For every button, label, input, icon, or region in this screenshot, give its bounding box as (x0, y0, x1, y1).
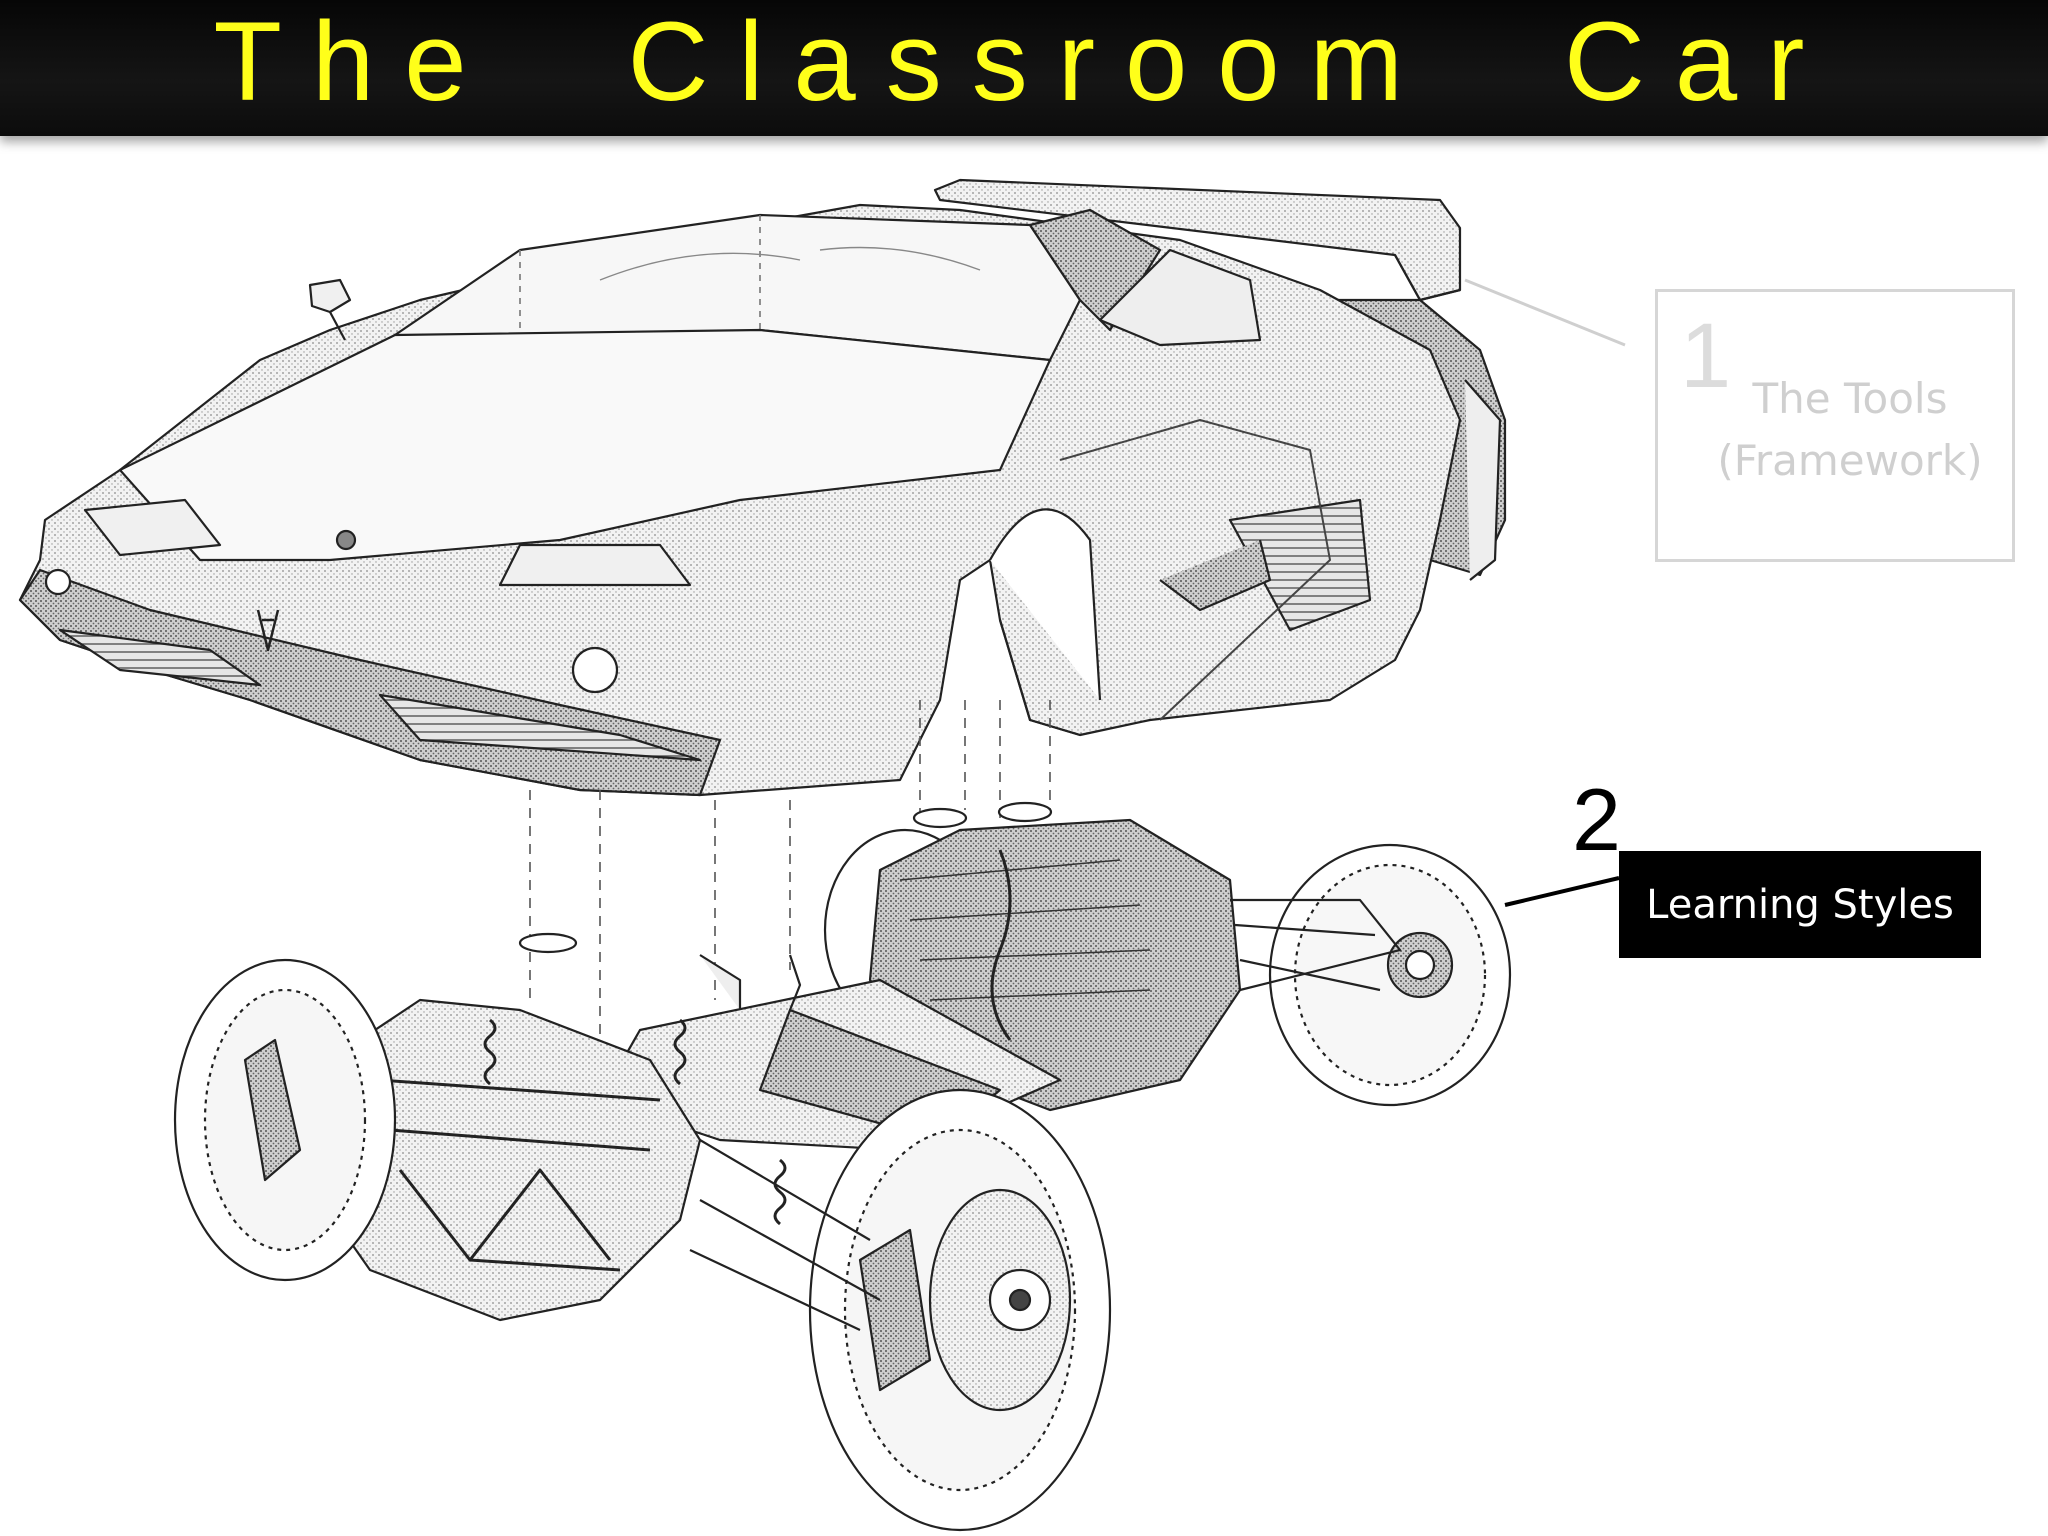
callout-1-number: 1 (1680, 305, 1732, 407)
car-body (18, 178, 1507, 797)
callout-2-box: Learning Styles (1619, 851, 1981, 958)
car-exploded-illustration (18, 178, 1626, 1532)
callout-1-label: The Tools (Framework) (1717, 374, 1983, 485)
slide-title: The Classroom Car (213, 0, 1835, 124)
car-chassis (173, 801, 1512, 1532)
callout-2-leader (1504, 876, 1620, 907)
callout-2-number: 2 (1572, 770, 1621, 869)
callout-1-box (1655, 289, 2015, 562)
callout-2-label: Learning Styles (1646, 881, 1954, 928)
title-bar: The Classroom Car (0, 0, 2048, 136)
callout-1-leader (1464, 278, 1626, 347)
